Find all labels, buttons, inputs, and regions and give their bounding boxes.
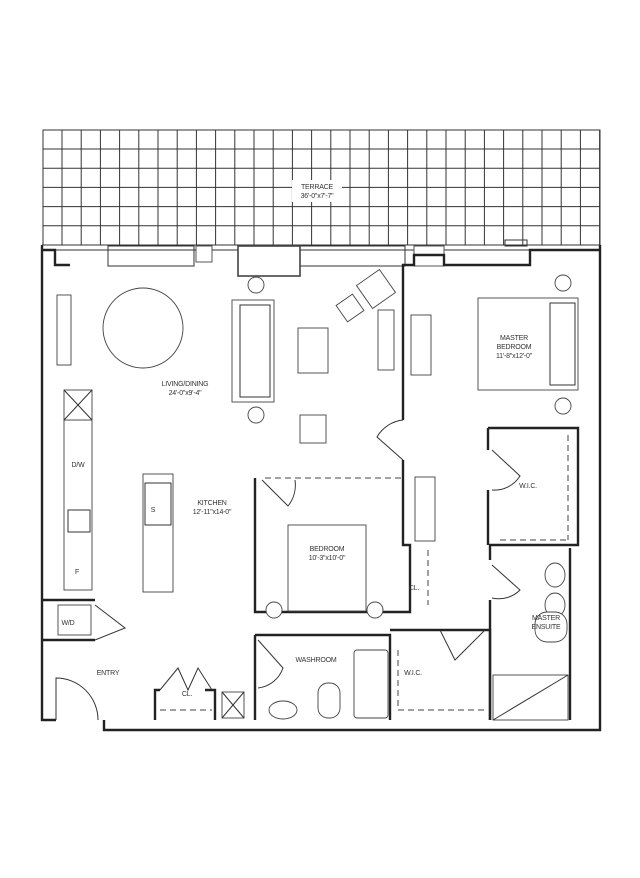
bedroom-label: BEDROOM: [310, 546, 345, 553]
furniture: [56, 268, 579, 721]
master-ensuite-label-2: ENSUITE: [532, 624, 561, 631]
sofa: [231, 299, 275, 403]
bathtub: [353, 649, 389, 719]
dishwasher-label: D/W: [71, 462, 85, 469]
stove-label: S: [151, 507, 156, 514]
washer-dryer-label: W/D: [61, 620, 74, 627]
kitchen-size: 12'-11"x14-0": [193, 509, 232, 516]
bedroom-closet-label: CL.: [409, 585, 420, 592]
armchair: [299, 414, 327, 444]
washroom-sink: [268, 700, 298, 720]
entry-label: ENTRY: [97, 670, 120, 677]
bedroom-size: 10'-3"x10'-0": [309, 555, 346, 562]
coffee-table: [297, 327, 329, 374]
interior-walls: [42, 248, 600, 720]
terrace-label: TERRACE: [301, 184, 334, 191]
washroom-toilet: [317, 682, 341, 719]
master-bedroom-label-2: BEDROOM: [497, 344, 532, 351]
living-dining-label: LIVING/DINING: [162, 381, 209, 388]
kitchen-label: KITCHEN: [197, 500, 226, 507]
fridge-label: F: [75, 569, 79, 576]
living-dining-size: 24'-0"x9'-4": [169, 390, 203, 397]
terrace-grid: [42, 129, 601, 246]
kitchen-counter: [63, 419, 93, 591]
master-bedroom-label-1: MASTER: [500, 335, 528, 342]
kitchen-island: [142, 473, 174, 593]
master-ensuite-label-1: MASTER: [532, 615, 560, 622]
outer-walls: [40, 239, 602, 732]
entry-closet-label: CL.: [182, 691, 193, 698]
master-wic-label: W.I.C.: [519, 483, 537, 490]
master-bedroom-size: 11'-8"x12'-0": [496, 353, 533, 360]
wic-label: W.I.C.: [404, 670, 422, 677]
ensuite-toilet: [534, 611, 568, 643]
dining-table: [102, 287, 184, 369]
room-labels: TERRACE 36'-0"x7'-7" LIVING/DINING 24'-0…: [61, 184, 561, 698]
terrace-size: 36'-0"x7'-7": [301, 193, 335, 200]
doors: [55, 419, 521, 721]
master-bed: [477, 297, 579, 391]
washroom-label: WASHROOM: [296, 657, 337, 664]
bedroom-bed: [287, 524, 367, 612]
